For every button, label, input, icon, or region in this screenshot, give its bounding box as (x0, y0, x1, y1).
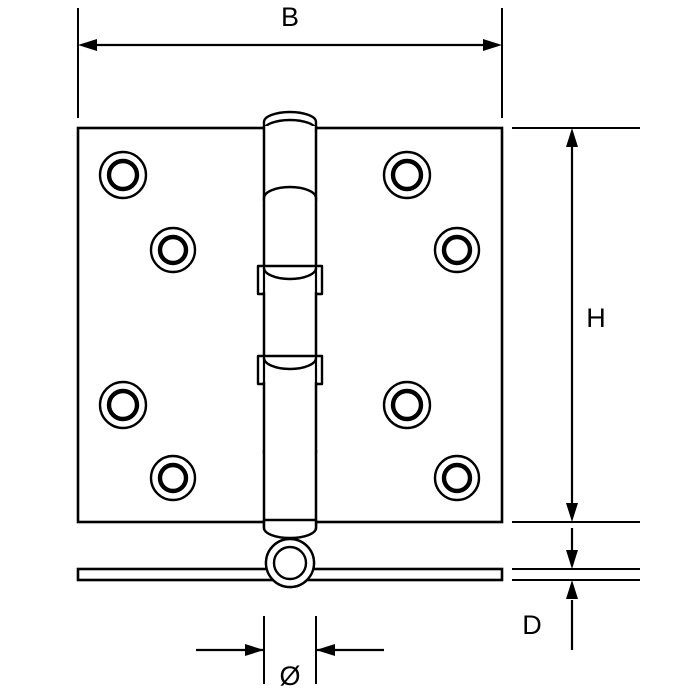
screw-hole (382, 380, 432, 430)
d-dimension-label: D (522, 610, 542, 640)
b-arrow-left (78, 39, 97, 51)
d-dimension-group: D (512, 528, 640, 650)
right-leaf-screw-holes (382, 150, 481, 502)
screw-hole (98, 380, 148, 430)
h-arrow-bottom (566, 503, 578, 522)
b-dimension-group: B (77, 2, 503, 118)
diameter-arrow-right (316, 644, 335, 656)
screw-hole (433, 226, 481, 274)
edge-view-barrel-inner-restroke (272, 545, 308, 581)
h-dimension-group: H (512, 127, 640, 523)
barrel-bottom-cap (262, 518, 318, 540)
screw-hole (382, 150, 432, 200)
screw-hole (433, 454, 481, 502)
left-leaf-screw-holes (98, 150, 197, 502)
barrel-knuckle-5 (262, 450, 318, 530)
diameter-dimension-group: Ø (196, 616, 384, 691)
screw-hole (149, 454, 197, 502)
edge-view-group (76, 537, 504, 589)
d-arrow-lower (566, 580, 578, 599)
screw-hole (149, 226, 197, 274)
joint-band-curve-top (262, 267, 318, 281)
b-dimension-label: B (281, 2, 299, 32)
front-view-group (76, 110, 504, 540)
diameter-arrow-left (245, 644, 264, 656)
diameter-dimension-label: Ø (279, 661, 300, 691)
b-arrow-right (483, 39, 502, 51)
h-arrow-top (566, 128, 578, 147)
d-arrow-upper (566, 550, 578, 569)
knuckle-barrel-group (256, 110, 324, 540)
joint-band-curve-top (262, 357, 318, 371)
screw-hole (98, 150, 148, 200)
h-dimension-label: H (586, 303, 606, 333)
